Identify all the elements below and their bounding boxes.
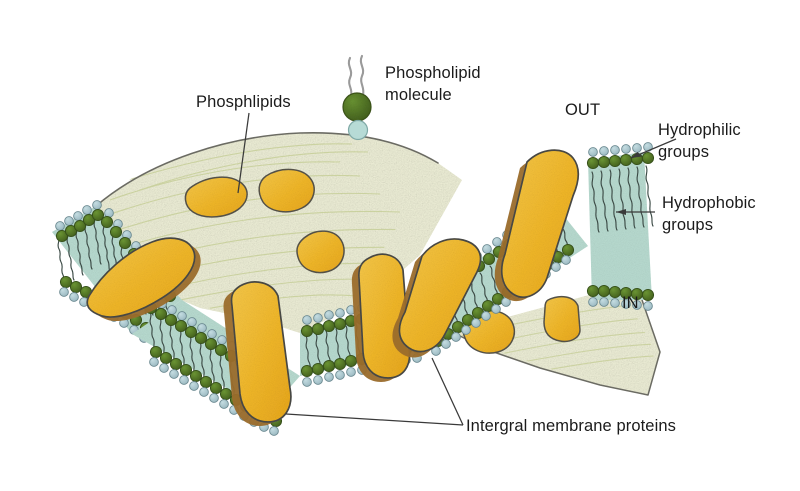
phospholipid-molecule-icon — [342, 54, 372, 141]
label-hydrophobic-line1: Hydrophobic — [662, 194, 756, 212]
label-phospholipid-molecule-line1: Phospholipid — [385, 64, 481, 82]
label-out: OUT — [565, 101, 601, 119]
integral-membrane-protein — [494, 149, 580, 302]
leader-protein-right — [431, 357, 464, 426]
embedded-protein-blob — [184, 176, 248, 218]
embedded-protein-blob — [543, 295, 581, 343]
label-in: IN — [622, 294, 639, 312]
label-phospholipid-molecule-line2: molecule — [385, 86, 452, 104]
leader-protein-left — [285, 413, 464, 426]
embedded-protein-blob — [296, 230, 345, 274]
integral-membrane-protein — [223, 281, 292, 426]
label-phospholipids: Phosphlipids — [196, 93, 291, 111]
embedded-protein-blob — [258, 168, 315, 213]
label-hydrophilic-line1: Hydrophilic — [658, 121, 741, 139]
label-hydrophobic-line2: groups — [662, 216, 714, 234]
hydrophilic-head-inner — [586, 284, 655, 311]
leader-phospholipids — [237, 112, 250, 194]
label-hydrophilic-line2: groups — [658, 143, 710, 161]
label-integral-membrane-proteins: Intergral membrane proteins — [466, 417, 676, 435]
integral-membrane-protein — [392, 238, 482, 358]
leader-lines — [237, 112, 677, 426]
integral-membrane-protein — [86, 237, 201, 322]
hydrophilic-head-outer — [586, 142, 655, 170]
bilayer-segment-right — [586, 142, 655, 311]
integral-membrane-protein — [351, 253, 411, 382]
